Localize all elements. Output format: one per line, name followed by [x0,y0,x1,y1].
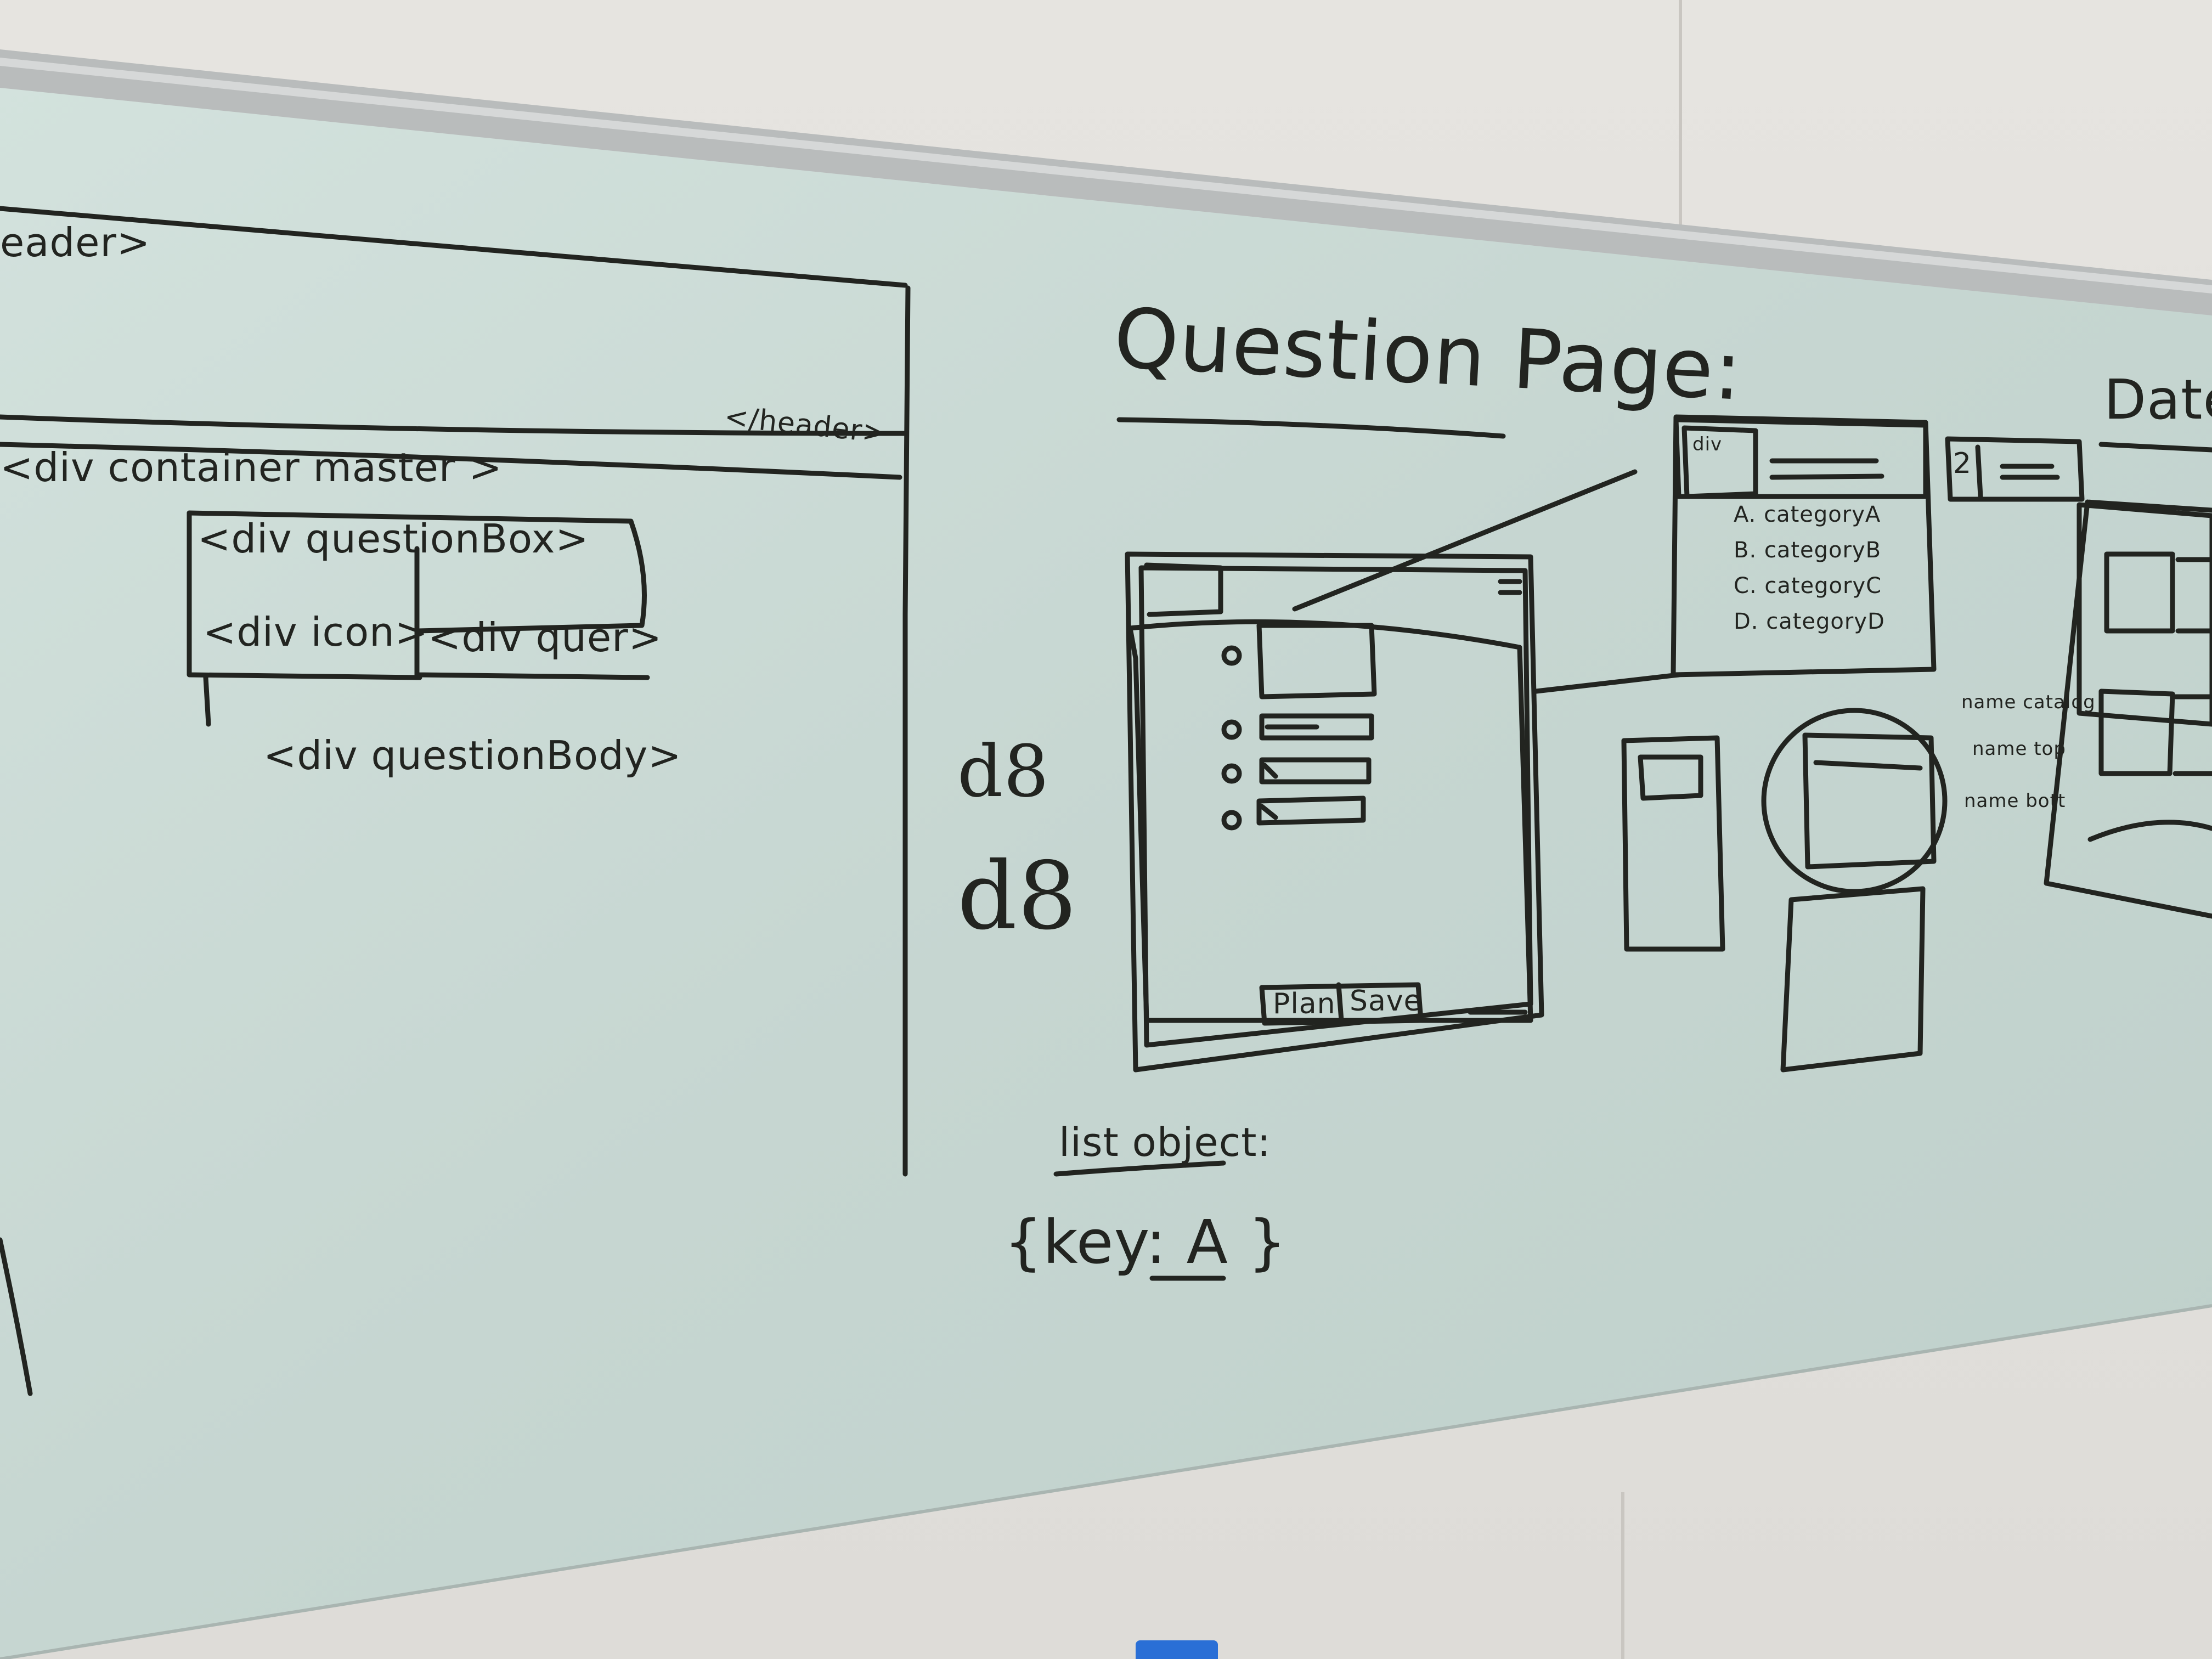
question-box-outline [187,510,650,680]
note-bottom: name bott [1964,790,2066,812]
d8-label-a: d8 [957,730,1049,813]
radio-2 [1221,719,1242,740]
glass-board [0,71,2212,1659]
left-extension [203,675,211,727]
note-catalog: name catalog [1961,691,2096,713]
question-title-underline [1116,417,1506,439]
option-bar-1 [1259,713,1374,741]
small-header-box [1144,562,1223,617]
diagonal-line-top [1292,469,1638,612]
list-object-label: list object: [1059,1119,1271,1165]
option-c: C. categoryC [1734,573,1882,599]
date-thumbs [2098,551,2212,776]
plan-button[interactable]: Plan [1273,988,1336,1020]
left-frame-bottom [0,1237,33,1396]
category-card-lines [1769,458,1884,480]
question-box-left [187,510,422,680]
header-open-label: eader> [0,219,151,266]
radio-1 [1221,645,1242,666]
option-a: A. categoryA [1734,502,1881,527]
date-bottom-curve [2087,820,2212,842]
question-image-box [1256,623,1377,699]
wall-seam-vertical-bottom [1621,1492,1624,1659]
zoom-card [1802,732,1937,870]
board-bottom-edge [0,1304,2212,1659]
icon-label: <div icon> [203,609,429,655]
date-underline [2098,442,2212,453]
option-d: D. categoryD [1734,609,1885,634]
date-inner-box [2076,502,2212,727]
ink-strokes [0,206,2212,1396]
quer-label: <div quer> [428,614,663,661]
save-button[interactable]: Save [1350,985,1422,1018]
radio-4 [1221,810,1242,831]
header-bottom-line [0,414,908,436]
note-top: name top [1972,738,2066,760]
header-bar-line [0,206,908,288]
blank-card [1780,886,1926,1073]
frame-right-line [902,285,911,1177]
container-master-label: <div container master > [0,444,503,490]
option-bar-3 [1256,795,1366,826]
menu-icon [1498,568,1522,595]
list-object-underline [1053,1160,1226,1177]
number-label: 2 [1953,447,1972,480]
option-bar-2 [1259,757,1372,785]
number-box [1945,436,2085,502]
wall-seam-vertical [1679,0,1682,230]
diagonal-line-bottom [1533,672,1681,694]
blue-marker [1136,1640,1218,1659]
mobile-frame [1621,735,1725,952]
category-card-div-box [1681,425,1758,499]
container-line [0,442,902,480]
radio-3 [1221,763,1242,784]
category-card [1671,414,1937,678]
question-box-label: <div questionBox> [198,516,589,562]
d8-label-b: d8 [957,842,1077,951]
date-card [2044,499,2212,919]
zoom-circle [1761,708,1948,894]
option-b: B. categoryB [1734,538,1882,563]
board-top-frame-highlight [0,58,2212,294]
date-page-title: Date P [2104,368,2212,432]
key-object-label: {key: A } [1004,1207,1287,1277]
question-body-label: <div questionBody> [263,732,682,778]
wireframe-outer [1125,551,1544,1073]
plan-save-box [1259,982,1424,1026]
div-label: div [1692,433,1723,455]
category-card-header [1673,417,1928,499]
